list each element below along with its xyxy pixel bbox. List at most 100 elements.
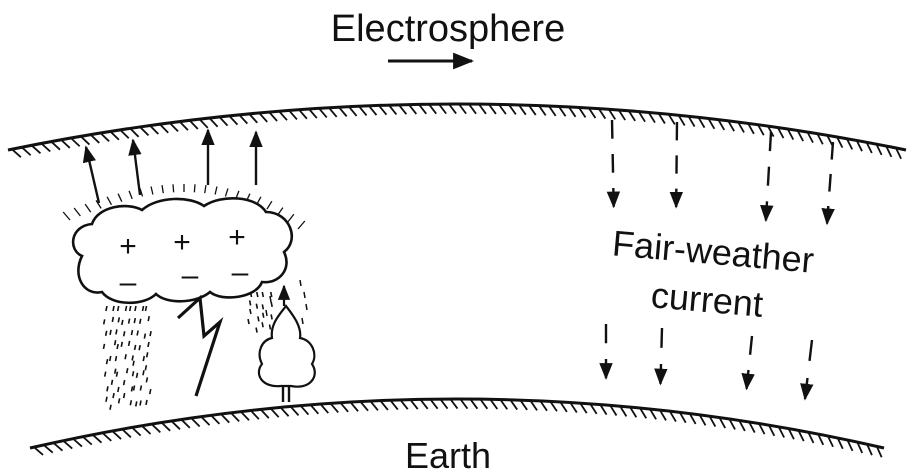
- hatch-mark: [398, 104, 408, 115]
- hatch-mark: [378, 104, 388, 116]
- hatch-mark: [419, 398, 429, 410]
- hatch-mark: [827, 435, 834, 448]
- rain-dash: [261, 312, 265, 318]
- hatch-mark: [489, 398, 499, 410]
- cloud-glow-dashes: [62, 184, 306, 230]
- rain-dash: [129, 400, 133, 406]
- rain-dash: [131, 355, 134, 361]
- electrosphere-label: Electrosphere: [331, 8, 565, 50]
- glow-dash: [106, 196, 113, 206]
- tree-crown: [257, 304, 316, 388]
- upward-arrow: [82, 145, 101, 204]
- hatch-mark: [418, 103, 427, 115]
- hatch-mark: [559, 401, 568, 413]
- hatch-mark: [198, 118, 209, 129]
- hatch-mark: [208, 117, 219, 128]
- hatch-mark: [218, 116, 229, 127]
- rain-dash: [115, 371, 119, 377]
- hatch-mark: [707, 117, 716, 130]
- hatch-mark: [797, 429, 805, 442]
- hatch-mark: [131, 426, 142, 437]
- rain-dash: [145, 377, 149, 383]
- rain-dash: [103, 371, 107, 377]
- hatch-mark: [728, 418, 736, 430]
- hatch-mark: [50, 140, 61, 151]
- earth-surface: [29, 397, 885, 458]
- hatch-mark: [698, 414, 707, 426]
- rain-dash: [115, 329, 118, 335]
- hatch-mark: [348, 106, 358, 117]
- glow-dash: [204, 185, 207, 194]
- rain-dash: [139, 385, 143, 391]
- hatch-mark: [529, 399, 538, 411]
- hatch-mark: [62, 439, 73, 450]
- rain-dash: [102, 343, 106, 350]
- rain-dash: [141, 305, 145, 312]
- rain-dash: [143, 333, 147, 339]
- hatch-mark: [508, 104, 517, 115]
- rain-dash: [255, 327, 258, 333]
- rain-dash: [249, 291, 253, 298]
- glow-dash: [73, 207, 81, 217]
- hatch-mark: [328, 107, 338, 118]
- rain-dash: [133, 344, 137, 351]
- rain-dash: [136, 330, 139, 336]
- rain-dash: [122, 392, 126, 399]
- hatch-mark: [43, 444, 54, 454]
- hatch-mark: [548, 105, 557, 117]
- hatch-mark: [329, 402, 339, 413]
- hatch-mark: [627, 110, 636, 122]
- hatch-mark: [11, 148, 22, 158]
- hatch-mark: [111, 430, 122, 440]
- tree: [257, 304, 316, 402]
- hatch-mark: [895, 147, 902, 160]
- hatch-mark: [608, 108, 617, 120]
- lightning-bolt: [176, 294, 224, 397]
- upward-arrow: [128, 138, 142, 196]
- glow-dash: [117, 193, 123, 202]
- fair-weather-arrow-segment: [654, 363, 668, 386]
- hatch-mark: [448, 103, 457, 115]
- hatch-mark: [109, 130, 120, 141]
- fair-weather-arrow-segment: [741, 369, 755, 391]
- rain-dashes: [102, 291, 273, 410]
- rain-dash: [131, 371, 135, 377]
- glow-dash: [172, 184, 175, 193]
- hatch-mark: [259, 408, 270, 419]
- hatch-mark: [33, 446, 44, 456]
- rain-dash: [145, 399, 148, 406]
- hatch-mark: [258, 112, 268, 123]
- hatch-mark: [737, 121, 745, 133]
- hatch-mark: [697, 116, 706, 129]
- fair-weather-arrow-segment: [830, 141, 835, 160]
- hatch-mark: [647, 111, 656, 124]
- fair-weather-label-line2: current: [649, 274, 764, 325]
- hatch-mark: [518, 104, 527, 116]
- hatch-mark: [89, 133, 100, 144]
- hatch-mark: [777, 426, 785, 438]
- hatch-mark: [479, 398, 489, 410]
- discharge-dash: [303, 291, 306, 299]
- hatch-mark: [787, 428, 795, 440]
- hatch-mark: [637, 111, 646, 123]
- hatch-mark: [369, 400, 379, 411]
- glow-dash: [84, 203, 92, 213]
- glow-dash: [266, 200, 273, 210]
- tree-discharge-dashes: [265, 279, 308, 325]
- hatch-mark: [796, 130, 804, 142]
- hatch-mark: [669, 410, 677, 422]
- hatch-mark: [141, 425, 152, 435]
- rain-dash: [270, 314, 273, 320]
- hatch-mark: [228, 115, 239, 126]
- hatch-mark: [498, 103, 507, 115]
- fair-weather-current-arrows: [599, 119, 835, 401]
- hatch-mark: [389, 399, 399, 411]
- rain-dash: [268, 324, 272, 330]
- rain-dash: [261, 291, 265, 298]
- negative-charge: –: [232, 256, 249, 289]
- fair-weather-label-line1: Fair-weather: [611, 222, 816, 280]
- rain-dash: [127, 340, 131, 347]
- rain-dash: [104, 330, 108, 336]
- hatch-mark: [639, 407, 647, 419]
- hatch-mark: [80, 135, 91, 146]
